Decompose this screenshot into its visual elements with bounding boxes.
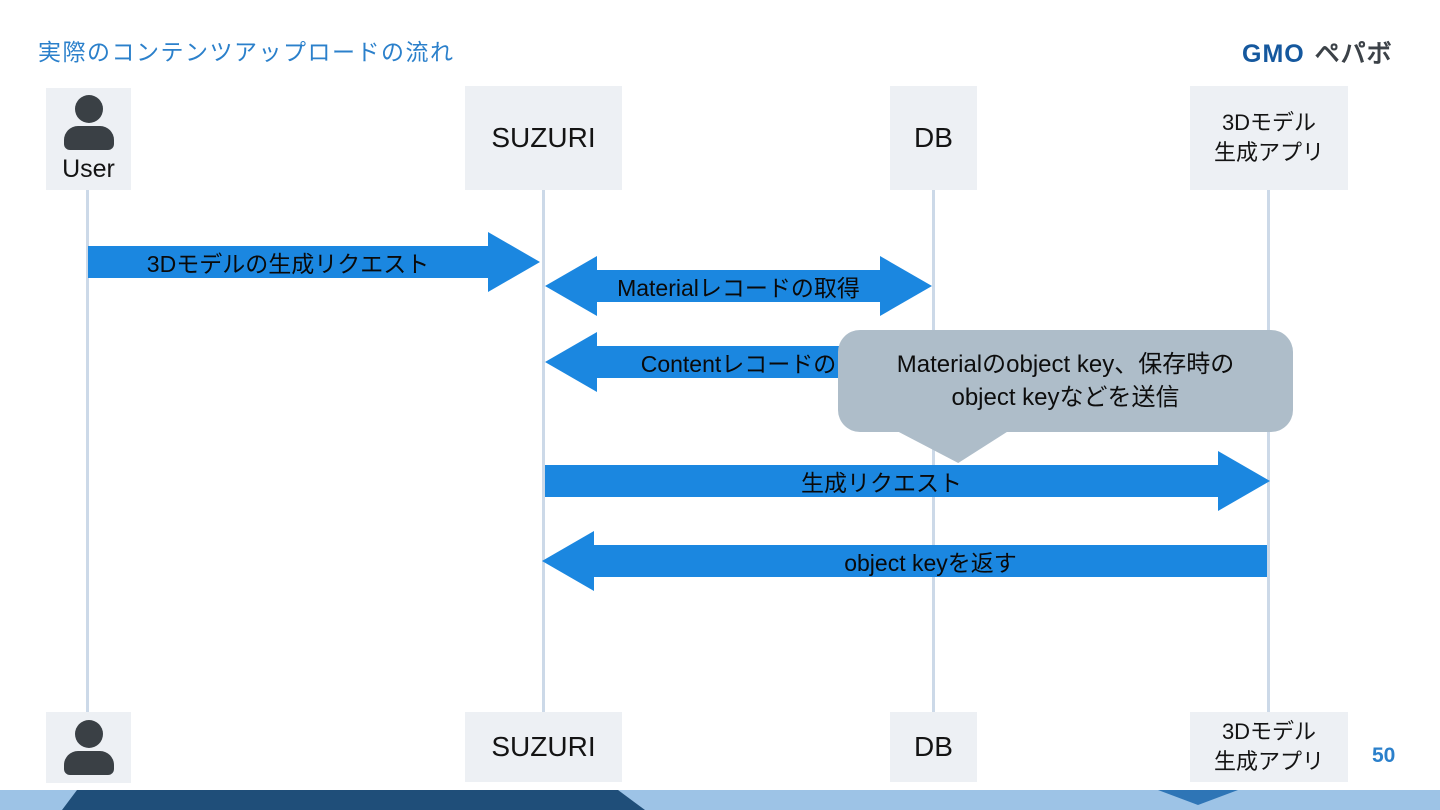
page-number: 50: [1372, 744, 1396, 767]
arrow-right-icon: [880, 256, 932, 316]
actor-model-app-line1: 3Dモデル: [1221, 719, 1317, 744]
actor-model-app-line2: 生成アプリ: [1213, 140, 1324, 165]
actor-suzuri-top: SUZURI: [465, 86, 622, 190]
actor-model-app-bottom: 3Dモデル 生成アプリ: [1190, 712, 1348, 782]
actor-user-top: User: [46, 88, 131, 190]
arrow-left-icon: [542, 531, 594, 591]
actor-suzuri-label: SUZURI: [491, 122, 596, 153]
actor-user-label: User: [62, 154, 115, 183]
footer-navy-ribbon: [62, 790, 645, 810]
logo-pepabo-text: ペパボ: [1314, 40, 1393, 68]
actor-db-label: DB: [914, 731, 953, 762]
person-icon: [63, 720, 114, 775]
lifeline-suzuri: [542, 190, 545, 712]
actor-model-app-top: 3Dモデル 生成アプリ: [1190, 86, 1348, 190]
logo-gmo-text: GMO: [1242, 40, 1305, 68]
page-title: 実際のコンテンツアップロードの流れ: [38, 39, 455, 65]
message-arrow-return-object-key: object keyを返す: [542, 531, 1267, 591]
message-arrow-3d-model-request: 3Dモデルの生成リクエスト: [88, 232, 540, 292]
message-label: 3Dモデルの生成リクエスト: [88, 246, 488, 278]
actor-model-app-line1: 3Dモデル: [1221, 110, 1317, 135]
message-label: object keyを返す: [594, 545, 1267, 577]
arrow-right-icon: [1218, 451, 1270, 511]
message-arrow-generate-request: 生成リクエスト: [545, 451, 1270, 511]
gmo-pepabo-logo: GMO ペパボ: [1242, 34, 1393, 70]
arrow-left-icon: [545, 256, 597, 316]
message-arrow-material-record: Materialレコードの取得: [545, 256, 932, 316]
actor-db-label: DB: [914, 122, 953, 153]
arrow-left-icon: [545, 332, 597, 392]
person-icon: [63, 94, 114, 150]
callout-line2: object keyなどを送信: [951, 384, 1180, 411]
actor-model-app-line2: 生成アプリ: [1213, 749, 1324, 774]
callout-note: Materialのobject key、保存時の object keyなどを送信: [838, 330, 1293, 432]
message-label: Materialレコードの取得: [597, 270, 880, 302]
actor-suzuri-label: SUZURI: [491, 731, 596, 762]
arrow-right-icon: [488, 232, 540, 292]
actor-suzuri-bottom: SUZURI: [465, 712, 622, 782]
actor-db-bottom: DB: [890, 712, 977, 782]
lifeline-db: [932, 190, 935, 712]
message-label: 生成リクエスト: [545, 465, 1218, 497]
message-label: Contentレコードの: [597, 346, 880, 378]
actor-user-bottom: [46, 712, 131, 783]
callout-line1: Materialのobject key、保存時の: [896, 351, 1235, 378]
lifeline-user: [86, 190, 89, 712]
actor-db-top: DB: [890, 86, 977, 190]
